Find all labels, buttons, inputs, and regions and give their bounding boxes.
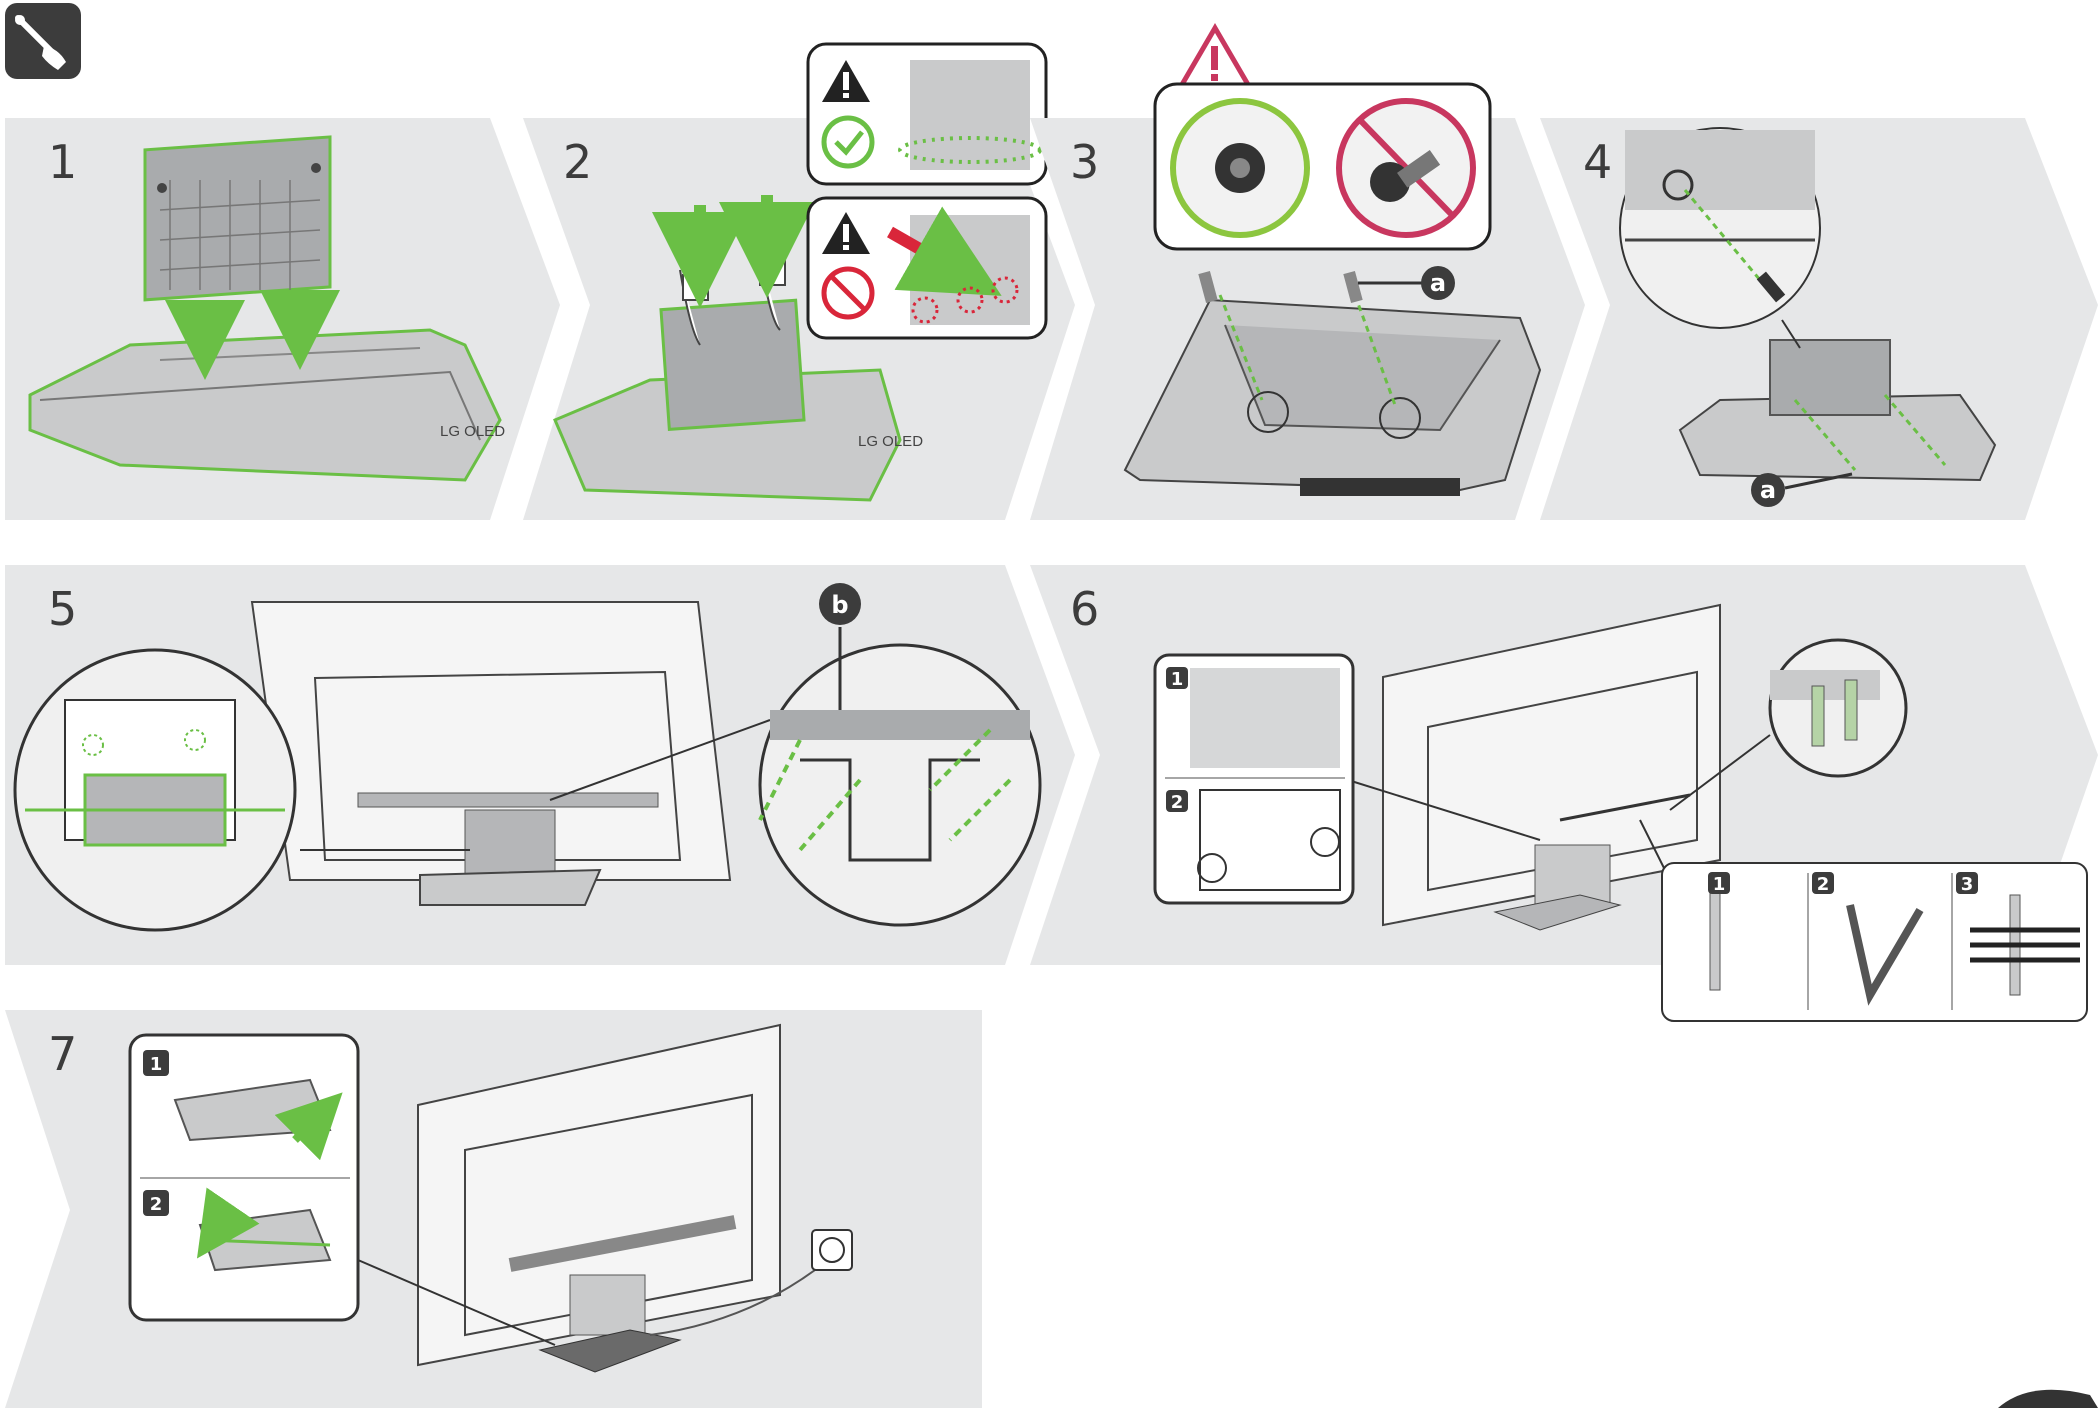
substep-number: 1 <box>150 1054 163 1075</box>
zoom-detail-right <box>760 645 1040 925</box>
step-3-panel: 3 a <box>1030 28 1585 520</box>
part-label-b: b <box>831 591 848 619</box>
step-5-panel: 5 b <box>5 565 1075 965</box>
stand-brand-label: LG OLED <box>440 423 505 440</box>
part-label-a: a <box>1430 269 1446 297</box>
step-number: 5 <box>48 582 77 636</box>
screwdriver-hand-icon <box>5 3 81 79</box>
caution-box-incorrect <box>808 198 1046 338</box>
substep-number: 2 <box>1817 874 1830 895</box>
step-number: 7 <box>48 1027 77 1081</box>
step-7-panel: 7 1 2 <box>5 1010 982 1408</box>
step-number: 3 <box>1070 135 1099 189</box>
substep-number: 1 <box>1713 874 1726 895</box>
part-label-a: a <box>1760 476 1776 504</box>
step-2-panel: 2 LG OLED <box>523 44 1075 520</box>
cable-clip-instructions: 1 2 3 <box>1662 863 2087 1021</box>
caution-box-correct <box>808 44 1046 184</box>
substep-number: 3 <box>1961 874 1974 895</box>
step-6-inset: 1 2 <box>1155 655 1353 903</box>
page-curl-icon <box>1998 1390 2098 1408</box>
step-number: 4 <box>1583 135 1612 189</box>
substep-number: 2 <box>150 1194 163 1215</box>
step-6-panel: 6 1 2 <box>1030 565 2098 1021</box>
power-outlet-icon <box>812 1230 852 1270</box>
screw-caution-box <box>1155 28 1490 249</box>
zoom-detail <box>1770 640 1906 776</box>
stand-brand-label: LG OLED <box>858 433 923 450</box>
step-number: 6 <box>1070 582 1099 636</box>
step-1-panel: 1 LG OLED <box>5 118 560 520</box>
step-4-panel: 4 a <box>1540 118 2098 520</box>
stand-body <box>145 137 330 300</box>
step-number: 1 <box>48 135 77 189</box>
step-number: 2 <box>563 135 592 189</box>
substep-number: 1 <box>1171 669 1184 690</box>
step-7-inset: 1 2 <box>130 1035 358 1320</box>
substep-number: 2 <box>1171 792 1184 813</box>
